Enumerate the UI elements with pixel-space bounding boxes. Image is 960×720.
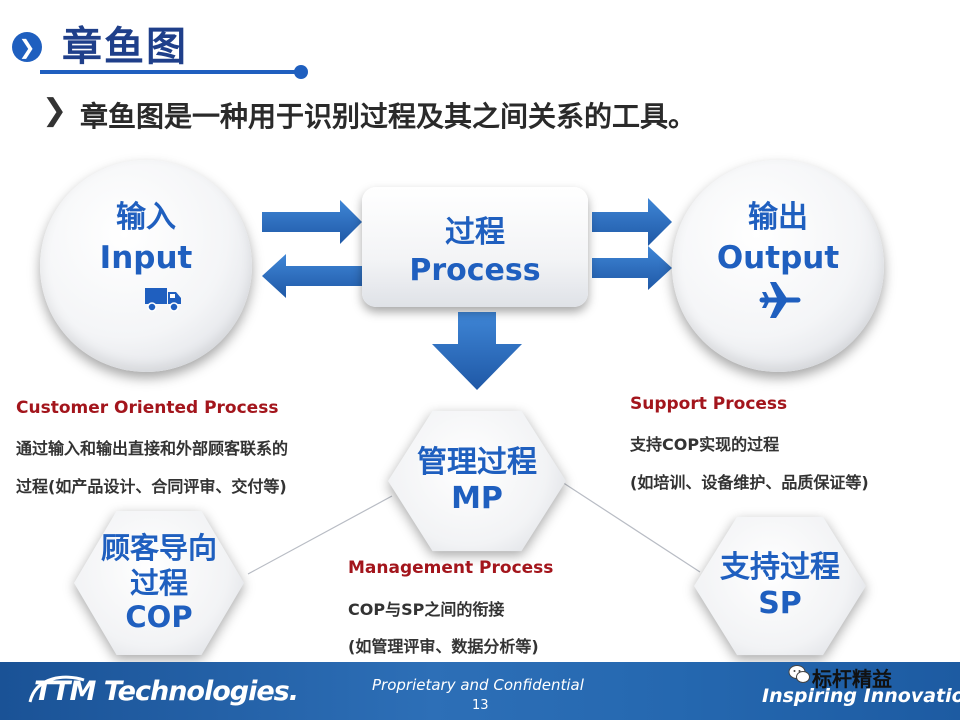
output-label-en: Output: [716, 240, 840, 276]
customer-process-line2: 过程(如产品设计、合同评审、交付等): [16, 477, 287, 496]
management-process-heading: Management Process: [348, 558, 554, 578]
support-process-hexagon: 支持过程 SP: [694, 514, 866, 658]
connector-mp-cop: [247, 495, 393, 575]
company-logo: TTM Technologies.: [34, 676, 299, 707]
mp-label-line2: MP: [451, 481, 503, 516]
arrow-process-to-output-lower: [592, 246, 672, 290]
customer-process-heading: Customer Oriented Process: [16, 398, 279, 418]
airplane-icon: [759, 282, 801, 318]
title-chevron-icon: ❯: [12, 32, 42, 62]
cop-label-line3: COP: [125, 600, 193, 635]
sp-label-line2: SP: [758, 586, 802, 621]
arrow-process-to-output: [592, 198, 672, 246]
slide-subtitle: 章鱼图是一种用于识别过程及其之间关系的工具。: [80, 100, 697, 133]
cop-label-line2: 过程: [129, 565, 188, 600]
sp-label-line1: 支持过程: [720, 550, 840, 585]
customer-process-line1: 通过输入和输出直接和外部顾客联系的: [16, 439, 289, 458]
process-label-cn: 过程: [445, 215, 505, 250]
cop-label-line1: 顾客导向: [100, 530, 217, 565]
management-process-line1: COP与SP之间的衔接: [348, 600, 505, 619]
arrow-process-down: [432, 312, 522, 390]
output-circle: 输出 Output: [672, 160, 884, 372]
mp-label-line1: 管理过程: [417, 445, 537, 480]
process-label-en: Process: [409, 253, 541, 288]
input-label-cn: 输入: [116, 200, 176, 235]
management-process-line2: (如管理评审、数据分析等): [348, 637, 539, 656]
slide-title: 章鱼图: [62, 24, 188, 70]
support-process-line2: (如培训、设备维护、品质保证等): [630, 473, 869, 492]
process-box: 过程 Process: [362, 187, 588, 307]
wechat-icon: [788, 665, 810, 683]
title-underline-dot: [294, 65, 308, 79]
input-label-en: Input: [99, 240, 193, 276]
arrow-input-to-process: [262, 200, 362, 244]
footer-confidential: Proprietary and Confidential: [372, 676, 584, 694]
support-process-heading: Support Process: [630, 394, 788, 414]
page-number: 13: [472, 698, 489, 713]
truck-icon: [145, 288, 181, 312]
input-circle: 输入 Input: [40, 160, 252, 372]
customer-oriented-process-hexagon: 顾客导向 过程 COP: [74, 508, 244, 658]
management-process-hexagon: 管理过程 MP: [388, 408, 566, 554]
subtitle-chevron-icon: ❯: [42, 93, 68, 128]
arrow-process-to-input: [262, 254, 362, 298]
logo-swoosh-icon: [28, 675, 85, 703]
title-underline: [40, 70, 302, 74]
connector-mp-sp: [561, 481, 701, 573]
support-process-line1: 支持COP实现的过程: [630, 435, 780, 454]
wechat-account-name: 标杆精益: [812, 667, 892, 691]
footer-tagline: Inspiring Innovation: [762, 685, 960, 707]
output-label-cn: 输出: [748, 200, 808, 235]
